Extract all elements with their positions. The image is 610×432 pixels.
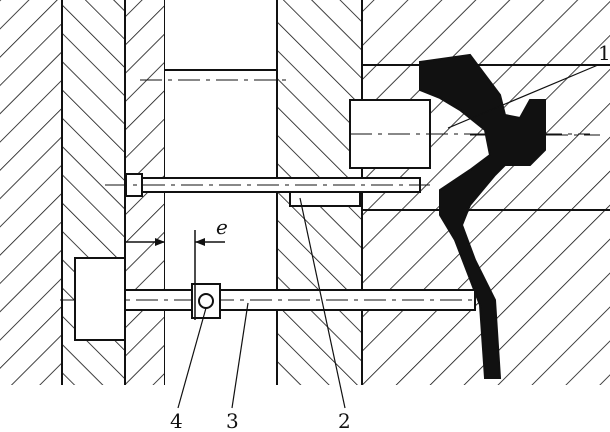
limit-nut-4 <box>191 283 221 319</box>
molded-part-1 <box>419 53 600 379</box>
left-clamp-bracket <box>74 257 126 341</box>
upper-ejector-rod <box>105 173 430 197</box>
dimension-e: e <box>125 215 228 320</box>
callout-3: 3 <box>226 409 239 432</box>
guide-sleeve-2 <box>289 191 361 207</box>
callout-1: 1 <box>598 41 610 65</box>
left-outer-plate <box>0 0 63 385</box>
callout-2: 2 <box>338 409 351 432</box>
callout-leaders <box>177 64 599 409</box>
callout-4: 4 <box>170 409 183 432</box>
dimension-e-label: e <box>216 215 228 239</box>
